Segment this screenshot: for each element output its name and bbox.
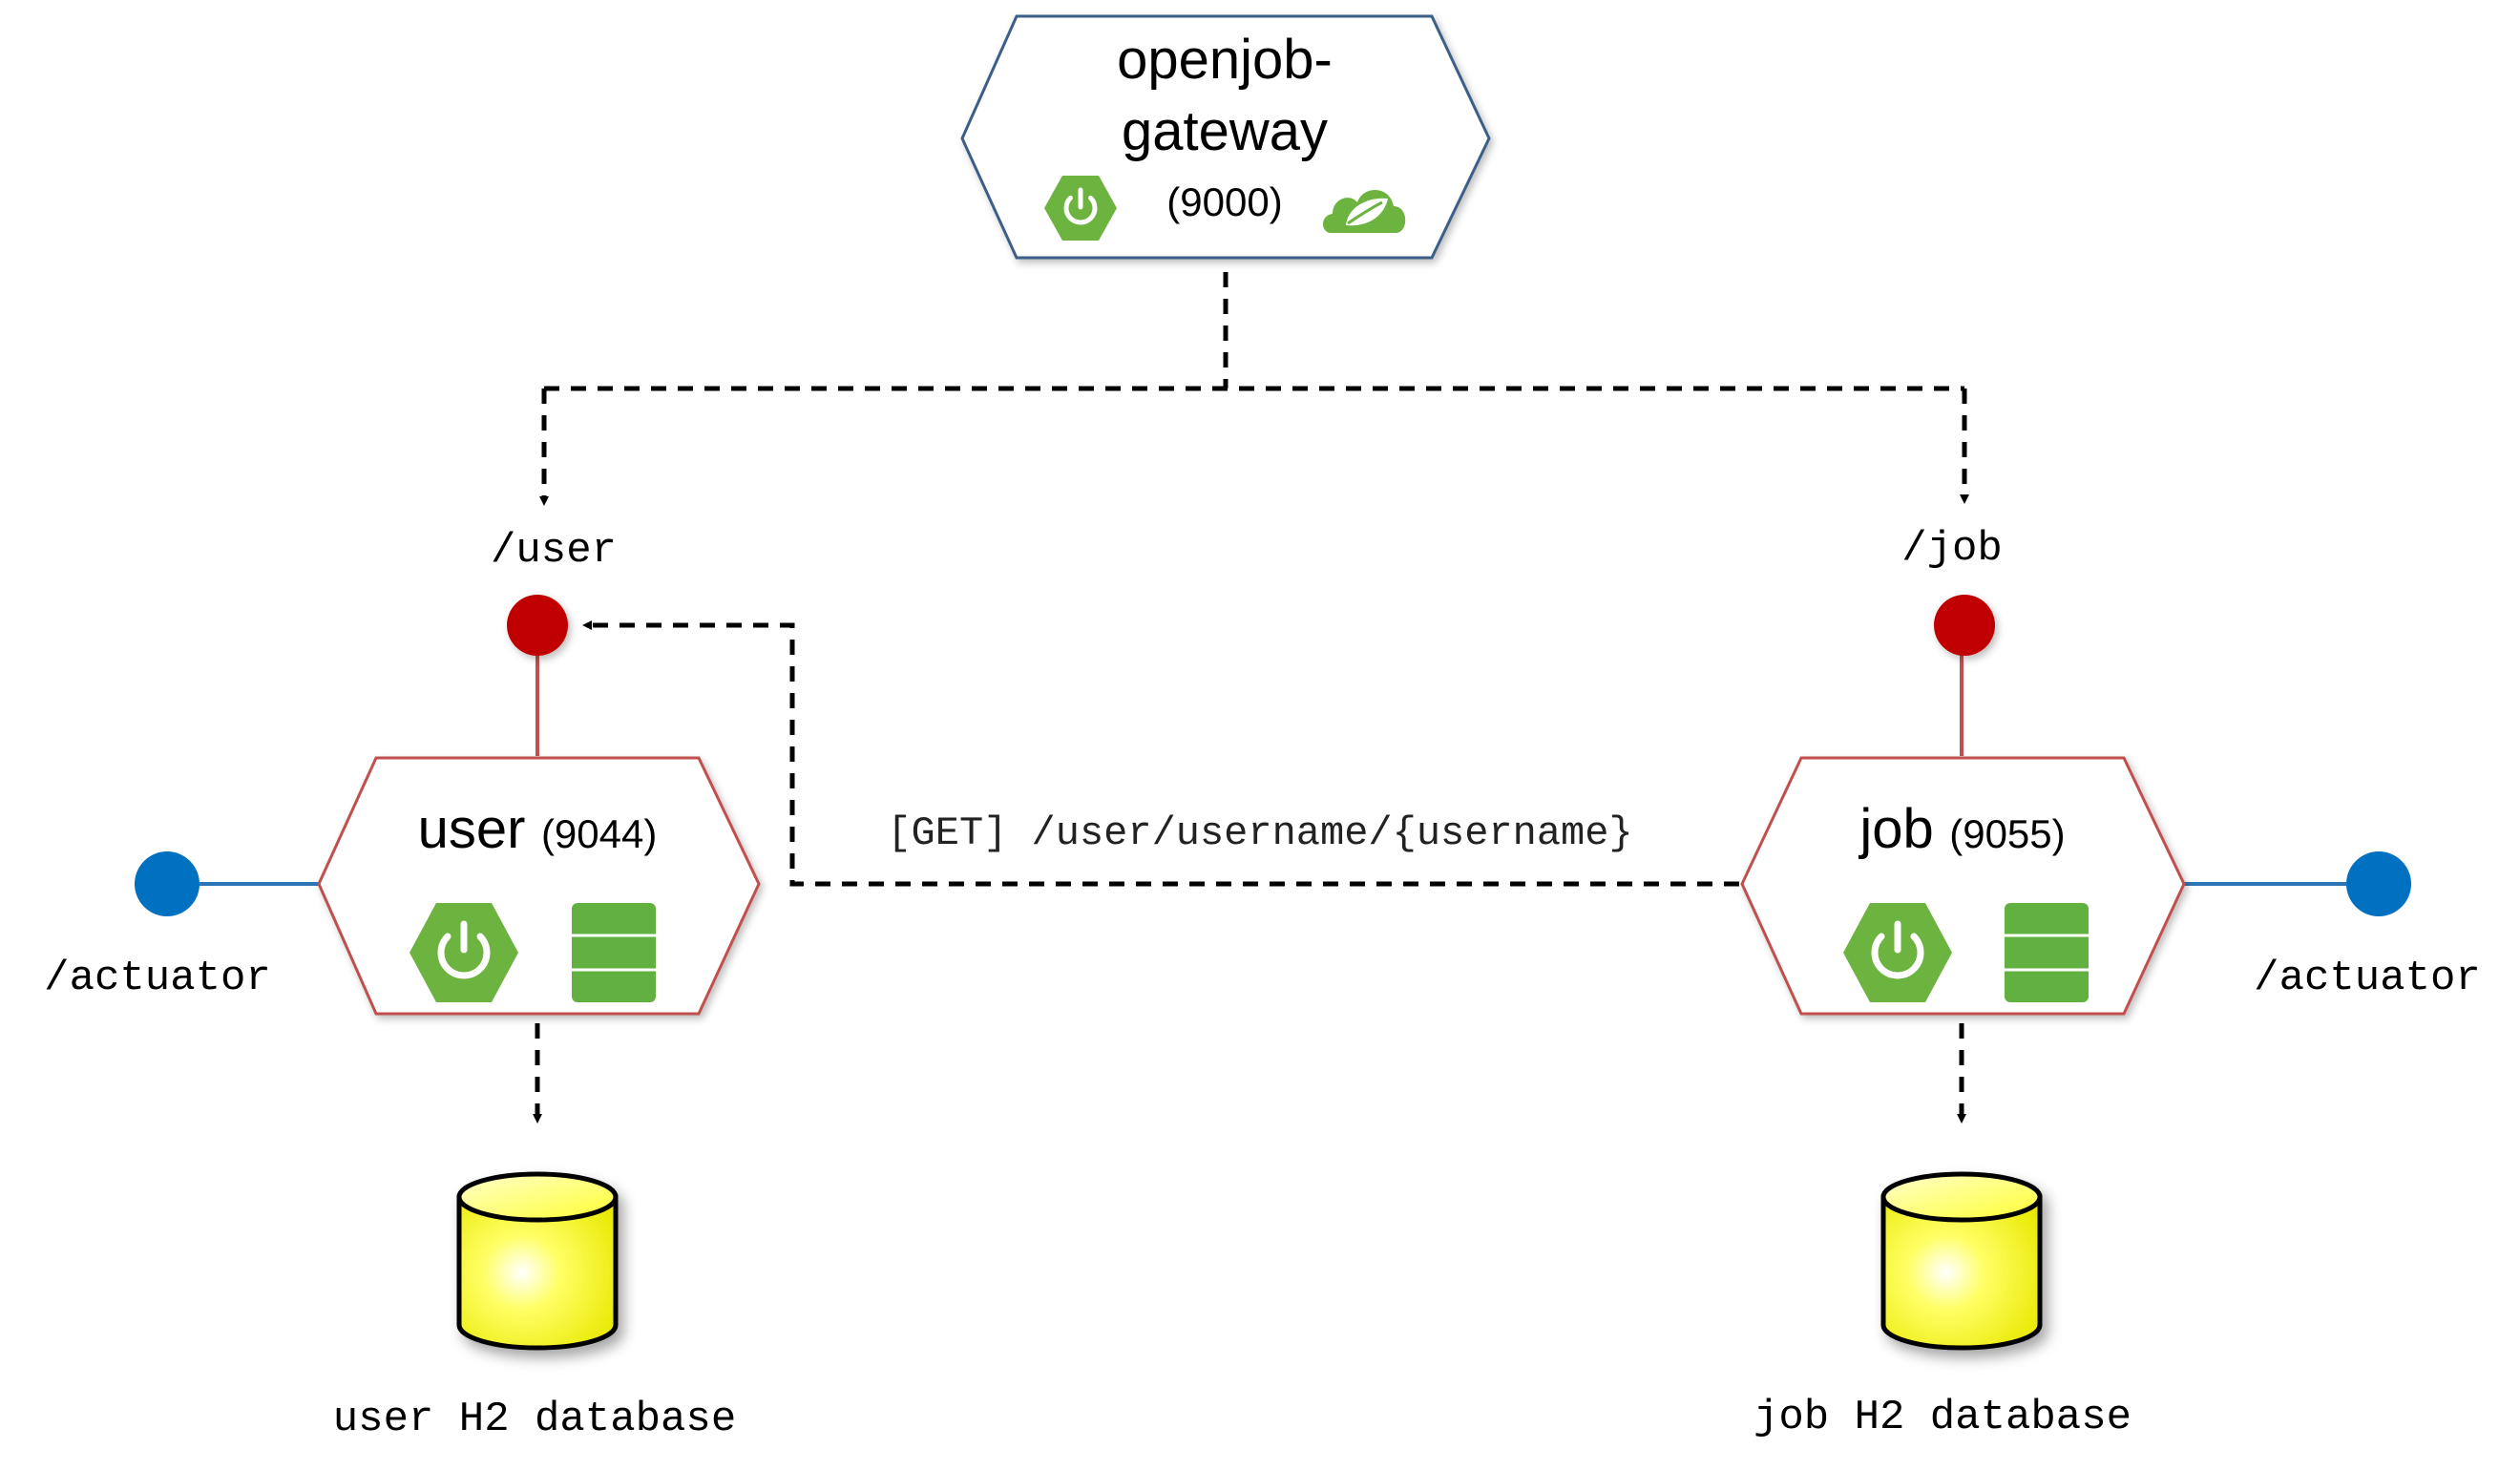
spring-boot-icon: [1044, 176, 1117, 241]
user-actuator-dot: [135, 851, 200, 916]
gateway-name-line1: openjob-: [1117, 29, 1333, 91]
db-connectors: [533, 1023, 1966, 1124]
job-actuator-dot: [2346, 851, 2411, 916]
service-call-connector: [582, 620, 1739, 887]
spring-boot-icon: [1843, 903, 1952, 1002]
job-endpoint-dot: [1934, 595, 1995, 656]
user-h2-database-icon: [456, 1171, 619, 1351]
job-service-port: (9055): [1949, 811, 2065, 856]
job-service-name: job: [1858, 798, 1933, 860]
job-database-label: job H2 database: [1754, 1394, 2132, 1441]
user-endpoint-label: /user: [491, 527, 617, 575]
job-service-title: job (9055): [1858, 798, 2065, 860]
job-service-node: job (9055): [1740, 756, 2186, 1016]
gateway-node: openjob- gateway (9000): [960, 14, 1491, 260]
spring-boot-icon: [410, 903, 518, 1002]
user-service-name: user: [418, 798, 526, 860]
database-stack-icon: [2005, 903, 2089, 1002]
user-service-node: user (9044): [317, 756, 761, 1016]
service-call-label: [GET] /user/username/{username}: [887, 810, 1632, 856]
user-service-title: user (9044): [418, 798, 658, 860]
database-stack-icon: [572, 903, 656, 1002]
user-endpoint-dot: [507, 595, 568, 656]
spring-cloud-icon: [1323, 189, 1406, 233]
user-database-label: user H2 database: [333, 1396, 736, 1443]
gateway-port: (9000): [1166, 179, 1282, 224]
user-service-port: (9044): [541, 811, 657, 856]
job-h2-database-icon: [1880, 1171, 2043, 1351]
gateway-routes: [539, 272, 1969, 506]
job-endpoint-label: /job: [1901, 525, 2003, 573]
job-actuator-label: /actuator: [2254, 955, 2481, 1002]
user-actuator-label: /actuator: [44, 955, 271, 1002]
gateway-name-line2: gateway: [1122, 100, 1328, 162]
